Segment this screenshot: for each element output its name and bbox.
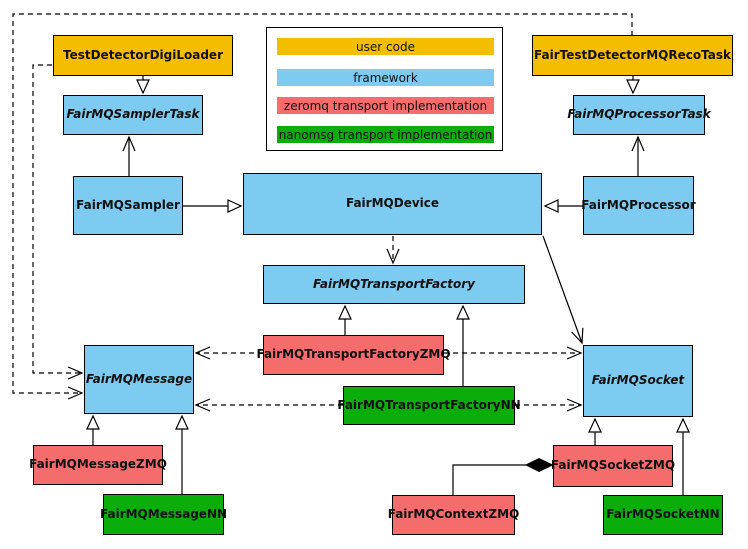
edge-fairmqcontextzmq-to-fairmqsocketzmq bbox=[452, 464, 526, 495]
node-fairmqmessagenn: FairMQMessageNN bbox=[100, 494, 227, 535]
edge-fairmqdevice-to-fairmqsocket bbox=[542, 235, 584, 345]
node-fairmqprocessor: FairMQProcessor bbox=[581, 176, 696, 235]
node-fairmqcontextzmq: FairMQContextZMQ bbox=[388, 495, 519, 535]
legend: user code framework zeromq transport imp… bbox=[266, 27, 503, 151]
node-testdetectordigiloader: TestDetectorDigiLoader bbox=[53, 35, 233, 76]
node-fairmqsampler: FairMQSampler bbox=[73, 176, 183, 235]
node-fairmqtransportfactorynn: FairMQTransportFactoryNN bbox=[337, 386, 521, 425]
composition-diamond-icon bbox=[524, 457, 554, 473]
legend-swatch-nanomsg: nanomsg transport implementation bbox=[277, 126, 494, 143]
node-fairtestdetectormqrecotask: FairTestDetectorMQRecoTask bbox=[532, 35, 733, 76]
node-fairmqsocket: FairMQSocket bbox=[583, 345, 693, 417]
node-fairmqmessage: FairMQMessage bbox=[84, 345, 194, 414]
legend-swatch-framework: framework bbox=[277, 69, 494, 86]
node-fairmqmessagezmq: FairMQMessageZMQ bbox=[29, 445, 167, 485]
node-fairmqsamplertask: FairMQSamplerTask bbox=[63, 95, 203, 135]
node-fairmqtransportfactory: FairMQTransportFactory bbox=[263, 265, 525, 304]
node-fairmqdevice: FairMQDevice bbox=[243, 173, 542, 235]
node-fairmqtransportfactoryzmq: FairMQTransportFactoryZMQ bbox=[256, 335, 451, 375]
node-fairmqsocketnn: FairMQSocketNN bbox=[603, 495, 723, 535]
node-fairmqprocessortask: FairMQProcessorTask bbox=[567, 95, 711, 135]
node-fairmqsocketzmq: FairMQSocketZMQ bbox=[551, 445, 675, 487]
legend-swatch-zeromq: zeromq transport implementation bbox=[277, 97, 494, 114]
legend-swatch-user-code: user code bbox=[277, 38, 494, 55]
